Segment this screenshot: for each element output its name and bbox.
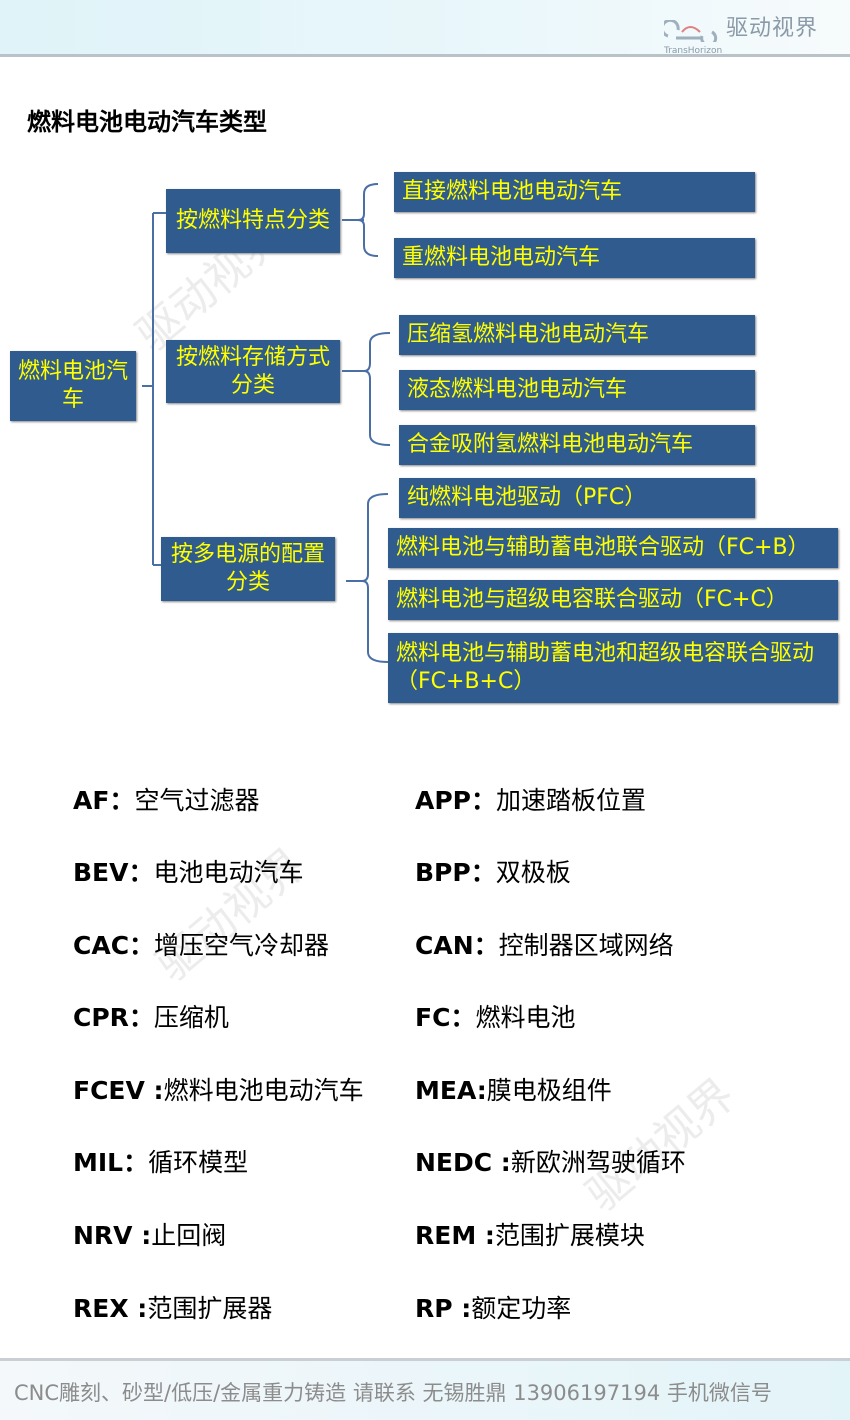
glossary-entry: RP :额定功率 [415,1289,571,1325]
glossary-definition: 燃料电池 [475,1003,576,1032]
glossary-entry: NRV :止回阀 [73,1216,226,1252]
glossary-abbr: NEDC : [415,1148,511,1177]
glossary-definition: 燃料电池电动汽车 [163,1076,364,1105]
glossary-abbr: APP： [415,786,496,815]
glossary-entry: APP：加速踏板位置 [415,781,646,817]
glossary-abbr: REX : [73,1294,148,1323]
glossary-entry: CAC：增压空气冷却器 [73,926,329,962]
leaf-node: 合金吸附氢燃料电池电动汽车 [399,425,755,465]
leaf-node: 燃料电池与辅助蓄电池联合驱动（FC+B） [388,528,838,568]
glossary-definition: 控制器区域网络 [498,931,674,960]
glossary-abbr: CAC： [73,931,155,960]
glossary-entry: MEA:膜电极组件 [415,1071,612,1107]
leaf-node: 重燃料电池电动汽车 [394,238,755,278]
page-title: 燃料电池电动汽车类型 [27,108,267,136]
glossary-definition: 新欧洲驾驶循环 [510,1148,686,1177]
glossary-abbr: MEA: [415,1076,487,1105]
glossary-entry: AF：空气过滤器 [73,781,259,817]
leaf-node: 纯燃料电池驱动（PFC） [399,478,755,518]
category-power-config: 按多电源的配置分类 [161,537,335,601]
glossary-abbr: REM : [415,1221,495,1250]
glossary-entry: REM :范围扩展模块 [415,1216,645,1252]
category-fuel-characteristics: 按燃料特点分类 [166,189,340,253]
leaf-node: 燃料电池与辅助蓄电池和超级电容联合驱动（FC+B+C） [388,633,838,703]
glossary-entry: FC：燃料电池 [415,998,575,1034]
glossary-entry: BPP：双极板 [415,853,571,889]
logo: TransHorizon 驱动视界 [660,10,818,56]
glossary-definition: 双极板 [495,858,571,887]
glossary-entry: MIL：循环模型 [73,1143,248,1179]
glossary-definition: 膜电极组件 [486,1076,612,1105]
glossary-definition: 范围扩展模块 [494,1221,645,1250]
leaf-node: 直接燃料电池电动汽车 [394,172,755,212]
footer-contact: CNC雕刻、砂型/低压/金属重力铸造 请联系 无锡胜鼎 13906197194 … [14,1381,772,1405]
glossary-entry: NEDC :新欧洲驾驶循环 [415,1143,686,1179]
glossary-entry: FCEV :燃料电池电动汽车 [73,1071,364,1107]
logo-text: 驱动视界 [725,16,818,41]
glossary-definition: 额定功率 [471,1294,572,1323]
glossary-entry: CAN：控制器区域网络 [415,926,674,962]
glossary-definition: 空气过滤器 [134,786,260,815]
glossary-abbr: BEV： [73,858,154,887]
glossary-definition: 循环模型 [148,1148,249,1177]
leaf-node: 压缩氢燃料电池电动汽车 [399,315,755,355]
glossary-entry: REX :范围扩展器 [73,1289,272,1325]
glossary-entry: CPR：压缩机 [73,998,229,1034]
glossary-abbr: NRV : [73,1221,152,1250]
root-node: 燃料电池汽车 [10,351,136,421]
glossary-abbr: CAN： [415,931,499,960]
glossary-entry: BEV：电池电动汽车 [73,853,304,889]
glossary-definition: 范围扩展器 [147,1294,273,1323]
glossary-abbr: BPP： [415,858,496,887]
glossary-abbr: FCEV : [73,1076,164,1105]
glossary-abbr: AF： [73,786,135,815]
glossary-definition: 止回阀 [151,1221,227,1250]
leaf-node: 燃料电池与超级电容联合驱动（FC+C） [388,580,838,620]
glossary-abbr: CPR： [73,1003,154,1032]
connector-lines [142,183,391,663]
glossary-definition: 增压空气冷却器 [154,931,330,960]
header-banner: TransHorizon 驱动视界 [0,0,850,57]
glossary-abbr: MIL： [73,1148,149,1177]
glossary-abbr: RP : [415,1294,472,1323]
glossary-definition: 电池电动汽车 [153,858,304,887]
glossary-abbr: FC： [415,1003,476,1032]
category-fuel-storage: 按燃料存储方式分类 [166,340,340,403]
leaf-node: 液态燃料电池电动汽车 [399,370,755,410]
glossary-definition: 加速踏板位置 [496,786,647,815]
glossary-definition: 压缩机 [153,1003,229,1032]
footer: CNC雕刻、砂型/低压/金属重力铸造 请联系 无锡胜鼎 13906197194 … [0,1358,850,1420]
